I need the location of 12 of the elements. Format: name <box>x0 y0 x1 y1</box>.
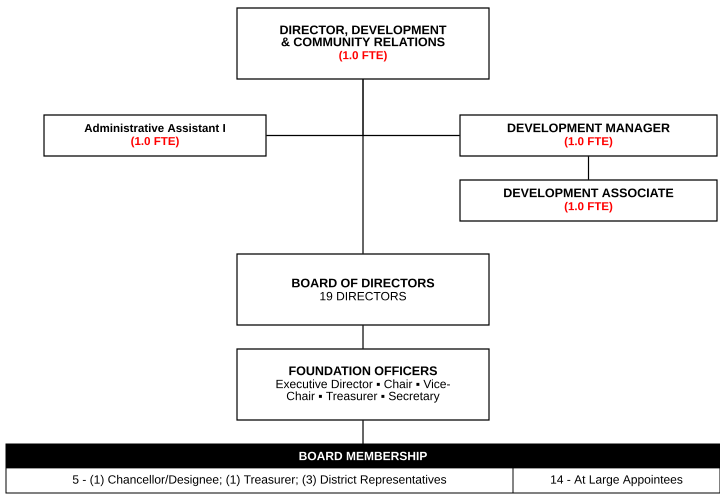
board-box: BOARD OF DIRECTORS 19 DIRECTORS <box>236 253 490 326</box>
table-cell: 5 - (1) Chancellor/Designee; (1) Treasurer; (3) District Representatives <box>6 468 514 494</box>
connector-line <box>588 156 590 180</box>
director-box: DIRECTOR, DEVELOPMENT & COMMUNITY RELATIONS (1.0 FTE) <box>236 7 490 80</box>
position-box: DEVELOPMENT MANAGER (1.0 FTE) <box>459 114 718 157</box>
position-box: Administrative Assistant I (1.0 FTE) <box>43 114 267 157</box>
officers-box: FOUNDATION OFFICERS Executive Director ▪ Chair ▪ Vice-Chair ▪ Treasurer ▪ Secretary <box>236 348 490 421</box>
connector-line <box>362 80 364 254</box>
connector-line <box>362 326 364 348</box>
table-cell: 14 - At Large Appointees <box>512 468 720 494</box>
position-box: DEVELOPMENT ASSOCIATE (1.0 FTE) <box>459 179 718 222</box>
connector-line <box>362 420 364 444</box>
